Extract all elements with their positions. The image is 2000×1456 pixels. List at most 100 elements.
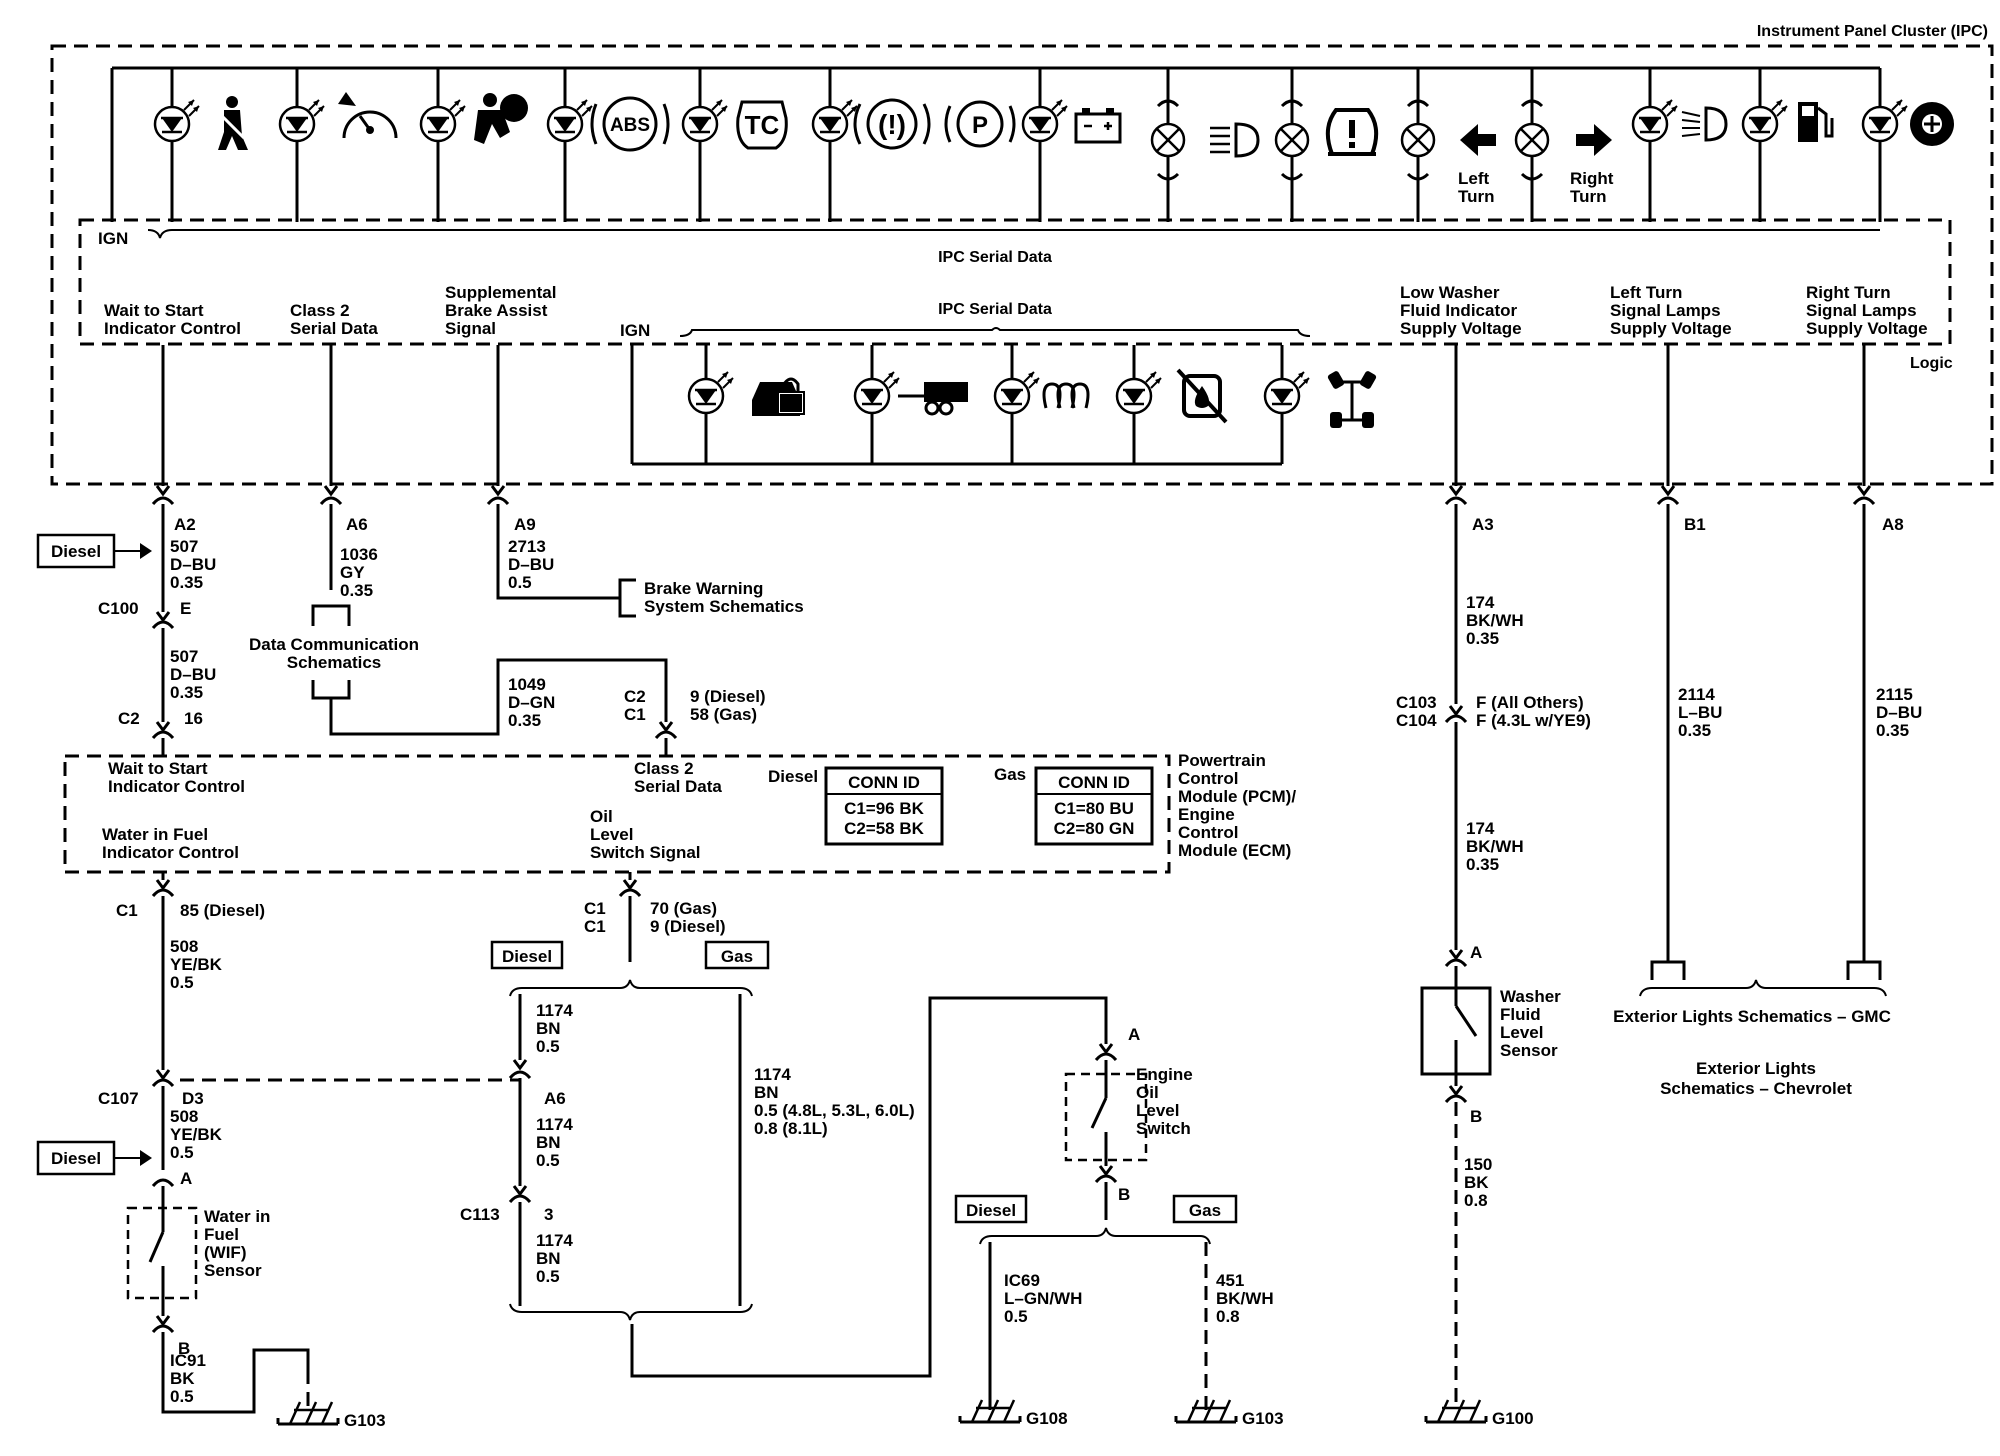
connector-c2: C2 [118, 709, 140, 728]
pin-wfl-a: A [1470, 943, 1482, 962]
speedometer-icon [338, 92, 398, 139]
ipc-module: Instrument Panel Cluster (IPC) Logic IGN… [50, 23, 1994, 486]
fuel-pump-icon [1798, 102, 1834, 142]
water-in-fuel-icon [1176, 368, 1228, 424]
tag-diesel-oil: Diesel [502, 947, 552, 966]
pin-a8: A8 [1882, 515, 1904, 534]
park-brake-icon: P [944, 100, 1016, 148]
pin-c103-f1: F (All Others) [1476, 693, 1584, 712]
pin-oil-diesel: 9 (Diesel) [650, 917, 726, 936]
connector-c1-oil-1: C1 [584, 899, 606, 918]
fog-lamp-indicator [1631, 68, 1728, 222]
connector-c104: C104 [1396, 711, 1437, 730]
svg-text:CONN ID: CONN ID [1058, 773, 1130, 792]
connector-c100: C100 [98, 599, 139, 618]
pin-class2-gas: 58 (Gas) [690, 705, 757, 724]
left-turn-label-1: Left [1458, 169, 1490, 188]
circuit-oil-level: C1 C1 70 (Gas) 9 (Diesel) Diesel Gas 117… [460, 872, 1284, 1428]
brake-icon: (!) [853, 98, 931, 150]
tow-haul-icon [898, 382, 968, 416]
svg-text:TC: TC [745, 110, 780, 140]
svg-text:P: P [972, 112, 988, 139]
pin-wfl-b: B [1470, 1107, 1482, 1126]
low-fuel-indicator [1741, 68, 1834, 222]
tag-gas-oil: Gas [721, 947, 753, 966]
svg-text:C1=96 BK: C1=96 BK [844, 799, 925, 818]
airbag-icon [474, 93, 528, 144]
right-arrow-icon [1576, 124, 1612, 156]
pin-a6-c107: A6 [544, 1089, 566, 1108]
inner-serial-data-label: IPC Serial Data [938, 301, 1052, 318]
connector-c113: C113 [460, 1205, 500, 1224]
pin-3: 3 [544, 1205, 553, 1224]
fog-lamp-icon [1681, 106, 1728, 142]
glow-plug-icon [1042, 382, 1090, 409]
connector-c2-pcm: C2 [624, 687, 646, 706]
traction-control-icon: TC [736, 100, 788, 150]
abs-icon: ABS [590, 96, 670, 152]
left-turn-label-2: Turn [1458, 187, 1495, 206]
ground-g103-right: G103 [1242, 1409, 1284, 1428]
svg-text:C1=80 BU: C1=80 BU [1054, 799, 1134, 818]
tire-pressure-icon [1325, 108, 1379, 156]
traction-control-indicator: TC [681, 68, 788, 222]
headlamp-indicator [1150, 68, 1260, 222]
airbag-indicator [419, 68, 528, 222]
speedometer-indicator [278, 68, 398, 222]
seatbelt-icon [218, 96, 248, 150]
conn-id-gas: CONN ID C1=80 BU C2=80 GN [1034, 766, 1154, 846]
tag-gas-ground: Gas [1189, 1201, 1221, 1220]
ipc-serial-data-label: IPC Serial Data [938, 249, 1052, 266]
pcm-diesel-label: Diesel [768, 767, 818, 786]
svg-text:C2=80 GN: C2=80 GN [1054, 819, 1135, 838]
connector-c1-oil-2: C1 [584, 917, 606, 936]
svg-text:(!): (!) [878, 109, 906, 140]
pin-wif-b: B [178, 1339, 190, 1358]
right-turn-label-1: Right [1570, 169, 1614, 188]
inner-ign-label: IGN [620, 321, 650, 340]
tire-pressure-indicator [1274, 68, 1379, 222]
tag-diesel-1: Diesel [51, 542, 101, 561]
battery-icon [1074, 108, 1122, 144]
service-indicator [1861, 68, 1954, 222]
ign-label: IGN [98, 229, 128, 248]
ground-g103-left: G103 [344, 1411, 386, 1430]
svg-text:ABS: ABS [610, 115, 650, 136]
logic-label: Logic [1910, 355, 1953, 372]
pin-oil-gas: 70 (Gas) [650, 899, 717, 918]
connector-c1-pcm: C1 [624, 705, 646, 724]
left-turn-indicator: Left Turn [1400, 68, 1496, 222]
pin-a9: A9 [514, 515, 536, 534]
pin-d3: D3 [182, 1089, 204, 1108]
security-lock-icon [752, 377, 805, 416]
headlamp-icon [1210, 122, 1260, 158]
pcm-gas-label: Gas [994, 765, 1026, 784]
